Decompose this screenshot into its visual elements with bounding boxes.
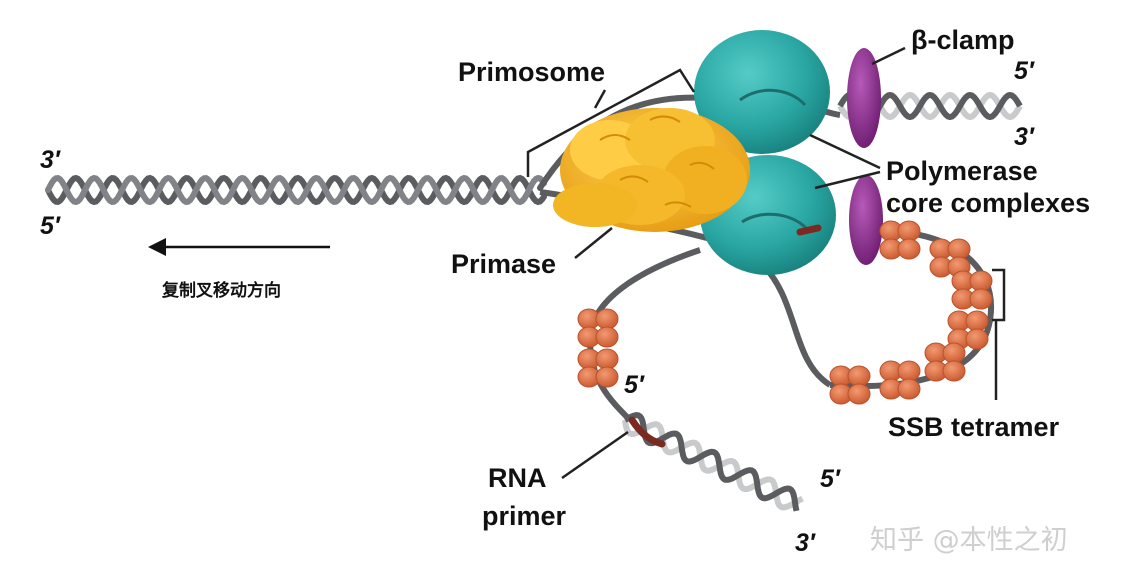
rna-primer-label-line1: RNA [488,463,547,493]
beta-clamp-upper [847,48,881,148]
strand-end-left-bottom: 5′ [40,212,60,240]
ssb-tetramer [879,220,921,260]
strand-end-lagging-top: 5′ [624,371,644,399]
ssb-tetramer [924,342,966,382]
fork-direction-label: 复制叉移动方向 [162,281,281,301]
ssb-tetramer [829,365,871,405]
primosome-bracket [526,68,696,177]
strand-end-right-top: 5′ [1014,57,1034,85]
watermark: 知乎 @本性之初 [870,525,1068,556]
polymerase-leader-lower [814,170,881,190]
beta-clamp-leader [871,46,906,66]
primase-leader [574,227,613,259]
ssb-tetramers [577,220,993,405]
ssb-tetramer [947,310,989,350]
strand-end-left-top: 3′ [40,146,60,174]
beta-clamp-label: β-clamp [911,25,1015,55]
ssb-tetramer [951,270,993,310]
strand-end-lagging-3: 3′ [795,529,815,557]
rna-primer-label-line2: primer [482,501,567,531]
primase-blob [553,108,750,232]
polymerase-core-upper [694,30,830,154]
ssb-label: SSB tetramer [888,412,1060,442]
okazaki-fragment-duplex [622,412,804,512]
rna-primer-leader [561,430,629,480]
ssb-bracket [992,268,1006,322]
parental-dna-duplex [45,174,547,206]
strand-end-lagging-5: 5′ [820,465,840,493]
fork-direction-arrow [148,238,330,256]
primase-subunit [553,183,637,227]
new-primer-segment [796,224,822,236]
ssb-tetramer [879,360,921,400]
strand-end-right-bottom: 3′ [1014,123,1034,151]
polymerase-leader-upper [809,133,881,170]
ssb-tetramer [577,348,619,388]
rna-primer-segment [628,416,666,448]
primosome-label: Primosome [458,57,606,87]
beta-clamp-lower [849,175,883,265]
ssb-tetramer [577,308,619,348]
polymerase-label-line1: Polymerase [886,156,1038,186]
primase-label: Primase [451,249,557,279]
polymerase-label-line2: core complexes [886,188,1091,218]
